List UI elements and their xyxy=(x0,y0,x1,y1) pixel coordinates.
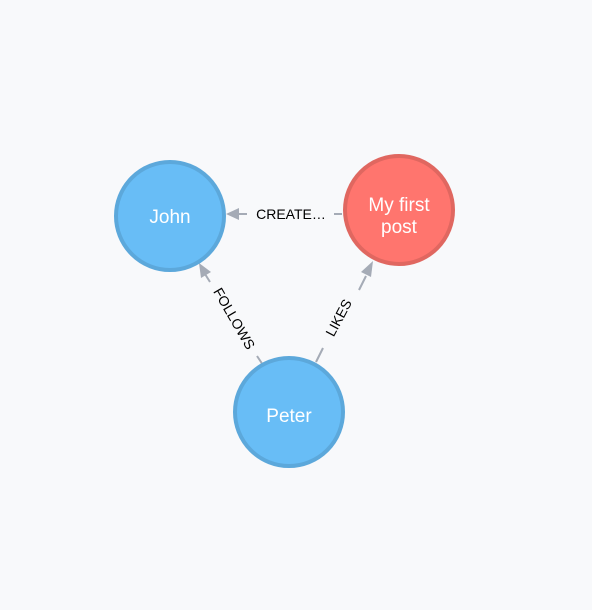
relationship-follows-label: FOLLOWS xyxy=(210,285,258,352)
relationship-likes-arrowhead xyxy=(361,261,373,277)
relationship-likes-label: LIKES xyxy=(322,296,355,339)
relationship-likes-line-tail xyxy=(315,347,324,363)
node-post-label-line-2: post xyxy=(381,217,418,238)
relationship-likes-line xyxy=(358,275,367,291)
node-post[interactable]: My first post xyxy=(343,154,455,266)
node-john[interactable]: John xyxy=(114,160,226,272)
relationship-likes[interactable]: LIKES xyxy=(315,261,373,363)
relationship-created[interactable]: CREATE… xyxy=(226,206,342,222)
relationship-created-label: CREATE… xyxy=(256,206,326,222)
node-john-label: John xyxy=(149,207,190,228)
relationship-follows-arrowhead xyxy=(199,263,211,278)
node-john-circle xyxy=(114,160,226,272)
node-post-circle xyxy=(343,154,455,266)
node-peter[interactable]: Peter xyxy=(233,356,345,468)
relationship-follows[interactable]: FOLLOWS xyxy=(199,263,264,366)
relationship-created-arrowhead xyxy=(226,208,239,220)
node-peter-label: Peter xyxy=(266,406,312,427)
node-post-label-line-1: My first xyxy=(368,195,430,216)
node-peter-circle xyxy=(233,356,345,468)
relationship-follows-line xyxy=(204,273,211,283)
